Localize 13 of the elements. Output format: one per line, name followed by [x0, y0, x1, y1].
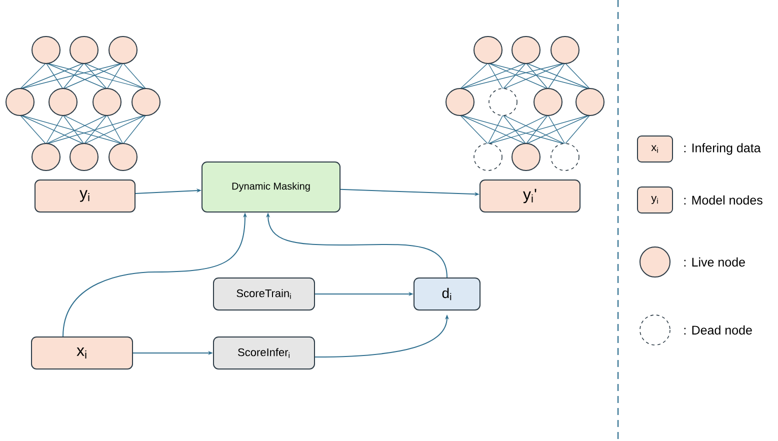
score-box: ScoreInfer$_{i}$ — [213, 336, 315, 370]
legend-label: : Live node — [684, 257, 745, 267]
legend-label: : Dead node — [684, 325, 752, 335]
legend-label: : Infering data — [684, 143, 761, 155]
process-box: Dynamic Masking — [202, 162, 340, 212]
result-box: d$_{i}$ — [414, 278, 480, 310]
output-box: y$_{i}$' — [480, 180, 580, 212]
legend-label: : Model nodes — [684, 195, 762, 205]
input-box: x$_{i}$ — [31, 336, 133, 370]
legend-sample-box: y$_{i}$ — [637, 186, 673, 214]
score-box: ScoreTrain$_{i}$ — [213, 278, 315, 310]
input-box: y$_{i}$ — [34, 180, 136, 212]
legend-sample-box: x$_{i}$ — [637, 136, 673, 162]
